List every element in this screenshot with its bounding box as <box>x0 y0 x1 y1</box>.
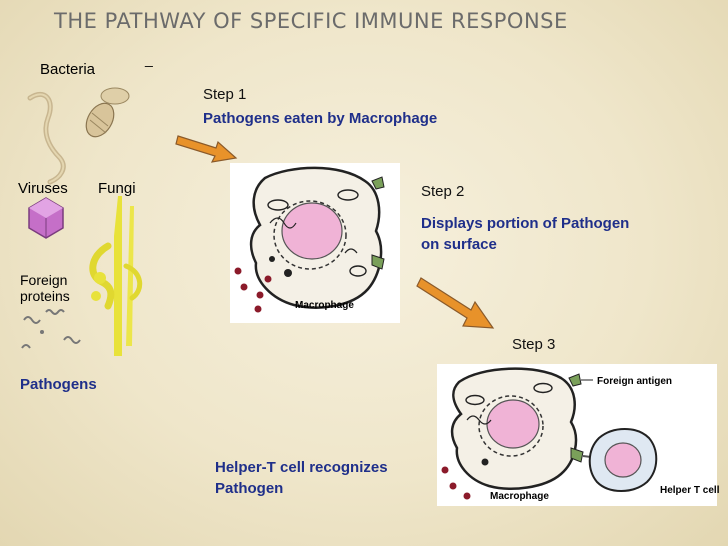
foreign-antigen-label: Foreign antigen <box>597 376 672 387</box>
helper-t-cell-label: Helper T cell <box>660 485 720 496</box>
foreign-proteins-label-line2: proteins <box>20 288 70 304</box>
step3-label: Step 3 <box>512 336 556 353</box>
macrophage-label-2: Macrophage <box>490 491 549 502</box>
step1-label: Step 1 <box>203 86 247 103</box>
arrow-to-step3 <box>416 277 495 329</box>
step2-description-line1: Displays portion of Pathogen <box>421 215 630 232</box>
dash-mark: _ <box>145 51 153 67</box>
slide-title: The Pathway of Specific Immune Response <box>54 9 568 33</box>
macrophage-helper-t-cell <box>441 367 658 500</box>
virus-icon <box>28 197 64 239</box>
foreign-proteins-label-line1: Foreign <box>20 272 68 288</box>
fungi-icon <box>89 196 143 356</box>
viruses-label: Viruses <box>18 180 68 197</box>
arrow-to-macrophage <box>175 135 238 163</box>
macrophage-cell-1 <box>234 166 385 313</box>
pathogens-label: Pathogens <box>20 376 97 393</box>
proteins-icon <box>21 309 81 349</box>
fungi-label: Fungi <box>98 180 136 197</box>
step1-description: Pathogens eaten by Macrophage <box>203 110 438 127</box>
step2-label: Step 2 <box>421 183 465 200</box>
bacteria-label: Bacteria <box>40 61 96 78</box>
bacteria-icon <box>27 87 130 185</box>
step4-description-line1: Helper-T cell recognizes <box>215 459 388 476</box>
step4-description-line2: Pathogen <box>215 480 284 497</box>
macrophage-label-1: Macrophage <box>295 300 354 311</box>
step2-description-line2: on surface <box>421 236 497 253</box>
